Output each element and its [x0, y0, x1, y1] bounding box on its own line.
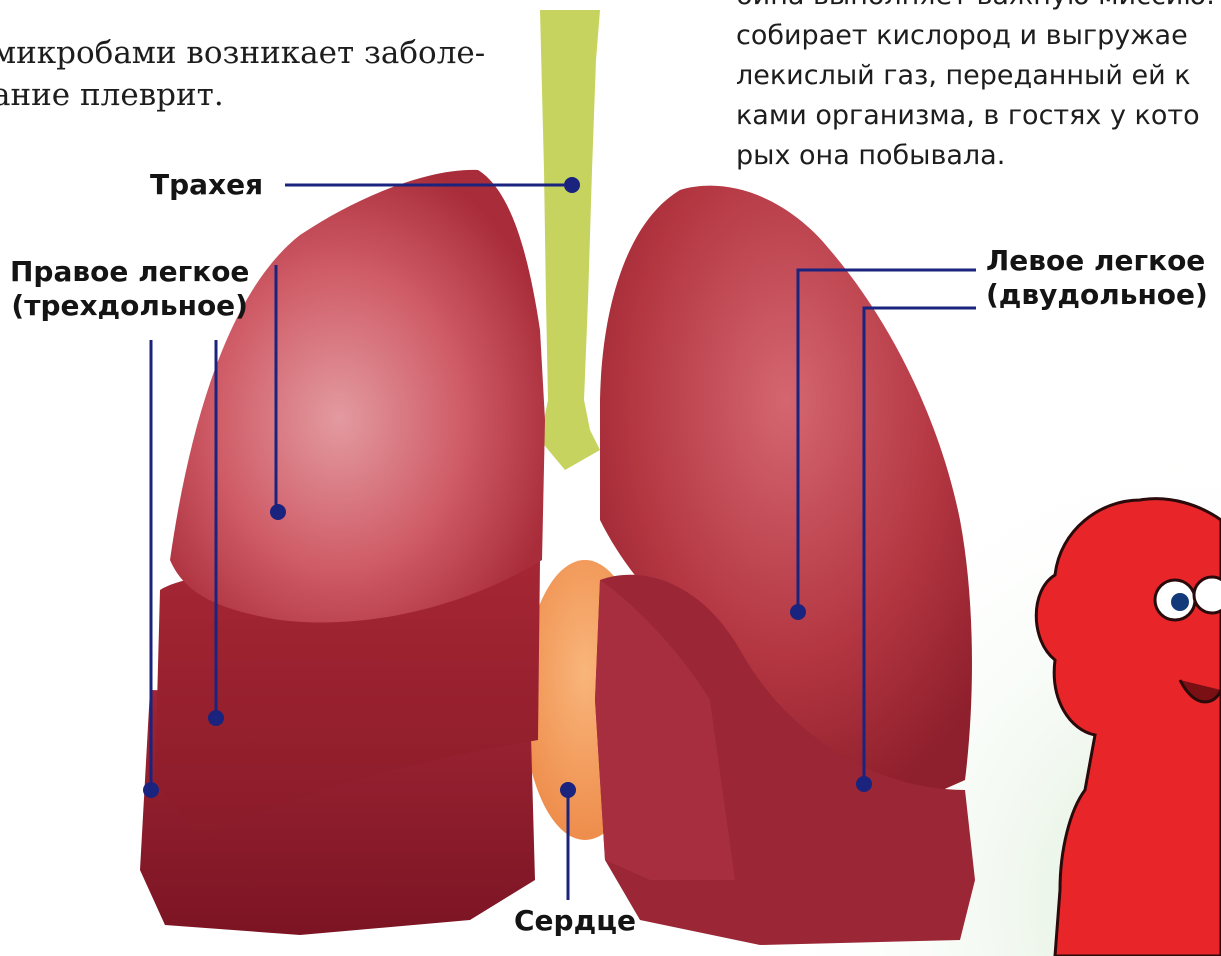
- text-line: рых она побывала.: [736, 136, 1221, 176]
- dot-right-lower: [143, 782, 159, 798]
- dot-right-middle: [208, 710, 224, 726]
- text-line: микробами возникает заболе-: [0, 32, 512, 74]
- text-line: собирает кислород и выгружае: [736, 16, 1221, 56]
- text-line: ание плеврит.: [0, 74, 512, 116]
- trachea-shape: [540, 10, 600, 470]
- right-lung-upper-lobe: [170, 170, 545, 623]
- label-right-lung: Правое легкое (трехдольное): [10, 255, 249, 323]
- label-right-lung-line2: (трехдольное): [10, 289, 249, 323]
- label-right-lung-line1: Правое легкое: [10, 255, 249, 289]
- dot-heart: [560, 782, 576, 798]
- label-left-lung: Левое легкое (двудольное): [986, 244, 1208, 312]
- dot-trachea: [564, 177, 580, 193]
- text-line: лекислый газ, переданный ей к: [736, 56, 1221, 96]
- dot-left-lower: [856, 776, 872, 792]
- dot-left-upper: [790, 604, 806, 620]
- label-heart: Сердце: [514, 904, 636, 938]
- text-line: бина выполняет важную миссию:: [736, 0, 1221, 16]
- label-trachea: Трахея: [150, 168, 263, 202]
- label-left-lung-line1: Левое легкое: [986, 244, 1208, 278]
- text-block-right: бина выполняет важную миссию: собирает к…: [736, 0, 1221, 176]
- text-line: ками организма, в гостях у кото: [736, 96, 1221, 136]
- dot-right-upper: [270, 504, 286, 520]
- label-left-lung-line2: (двудольное): [986, 278, 1208, 312]
- text-block-left: микробами возникает заболе- ание плеврит…: [0, 0, 512, 116]
